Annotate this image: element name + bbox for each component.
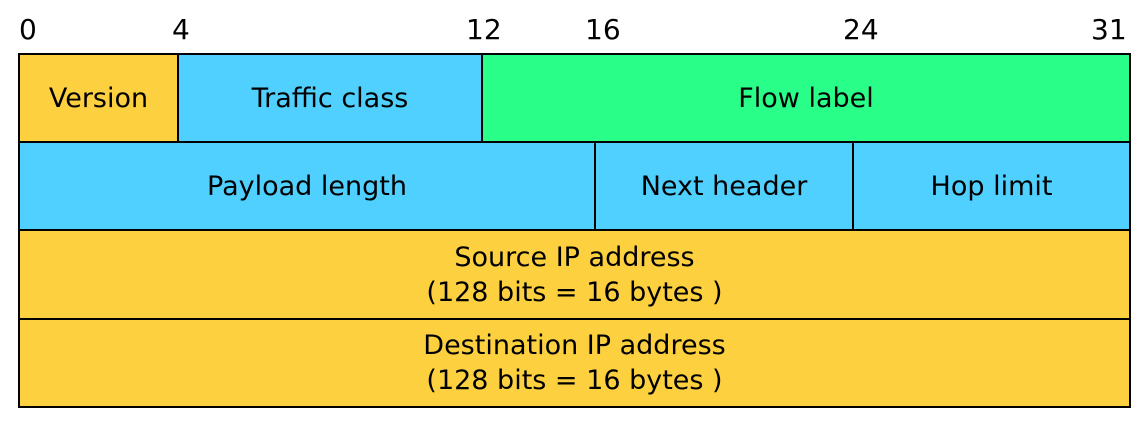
bit-label-0: 0: [19, 13, 37, 46]
bit-label-31: 31: [1091, 13, 1127, 46]
source-ip-field: Source IP address (128 bits = 16 bytes ): [18, 229, 1131, 320]
bit-label-12: 12: [466, 13, 502, 46]
source-ip-label: Source IP address: [454, 241, 695, 273]
next-header-label: Next header: [640, 170, 808, 202]
destination-ip-label: Destination IP address: [423, 330, 726, 361]
bit-label-4: 4: [172, 13, 190, 46]
payload-length-label: Payload length: [207, 170, 407, 202]
hop-limit-field: Hop limit: [852, 141, 1131, 231]
bit-label-24: 24: [843, 13, 879, 46]
flow-label-label: Flow label: [738, 82, 874, 114]
version-label: Version: [48, 82, 149, 114]
bit-label-16: 16: [585, 13, 621, 46]
payload-length-field: Payload length: [18, 141, 596, 231]
flow-label-field: Flow label: [481, 53, 1131, 143]
source-ip-sublabel: (128 bits = 16 bytes ): [426, 276, 723, 308]
version-field: Version: [18, 53, 179, 143]
destination-ip-sublabel: (128 bits = 16 bytes ): [426, 365, 723, 396]
traffic-class-field: Traffic class: [177, 53, 483, 143]
destination-ip-field: Destination IP address (128 bits = 16 by…: [18, 318, 1131, 408]
hop-limit-label: Hop limit: [930, 170, 1053, 202]
next-header-field: Next header: [594, 141, 854, 231]
traffic-class-label: Traffic class: [251, 82, 409, 114]
